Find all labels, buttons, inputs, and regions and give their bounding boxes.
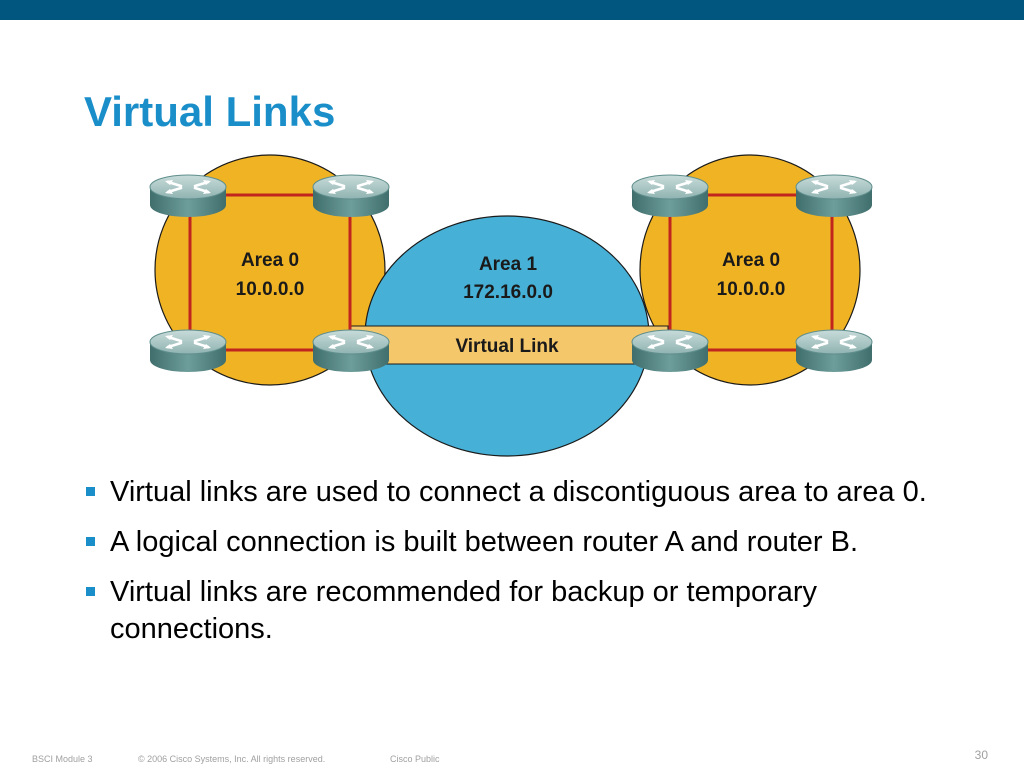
middle-area-name: Area 1: [479, 254, 538, 275]
footer-copyright: © 2006 Cisco Systems, Inc. All rights re…: [138, 754, 326, 764]
left-area-network: 10.0.0.0: [236, 279, 305, 300]
bullet-item: Virtual links are recommended for backup…: [84, 574, 964, 648]
top-banner: [0, 0, 1024, 20]
left-area-name: Area 0: [241, 250, 299, 271]
bullet-marker: [86, 587, 95, 596]
bullet-item: Virtual links are used to connect a disc…: [84, 474, 964, 511]
middle-area-network: 172.16.0.0: [463, 282, 553, 303]
router-icon: [311, 328, 391, 374]
bullet-text: A logical connection is built between ro…: [110, 526, 859, 558]
router-icon: [630, 328, 710, 374]
virtual-links-diagram: Area 0 10.0.0.0 Area 1 172.16.0.0 Area 0…: [148, 154, 874, 457]
footer-module: BSCI Module 3: [32, 754, 93, 764]
right-area-network: 10.0.0.0: [717, 279, 786, 300]
bullet-item: A logical connection is built between ro…: [84, 524, 964, 561]
bullet-list: Virtual links are used to connect a disc…: [84, 474, 964, 661]
bullet-text: Virtual links are recommended for backup…: [110, 576, 818, 645]
virtual-link-label: Virtual Link: [455, 336, 559, 357]
bullet-marker: [86, 537, 95, 546]
bullet-text: Virtual links are used to connect a disc…: [110, 476, 927, 508]
router-icon: [148, 173, 228, 219]
slide-title: Virtual Links: [84, 88, 336, 135]
bullet-marker: [86, 487, 95, 496]
right-area-name: Area 0: [722, 250, 780, 271]
router-icon: [630, 173, 710, 219]
footer-classification: Cisco Public: [390, 754, 440, 764]
router-icon: [794, 328, 874, 374]
router-icon: [311, 173, 391, 219]
router-icon: [148, 328, 228, 374]
router-icon: [794, 173, 874, 219]
page-number: 30: [974, 748, 988, 762]
